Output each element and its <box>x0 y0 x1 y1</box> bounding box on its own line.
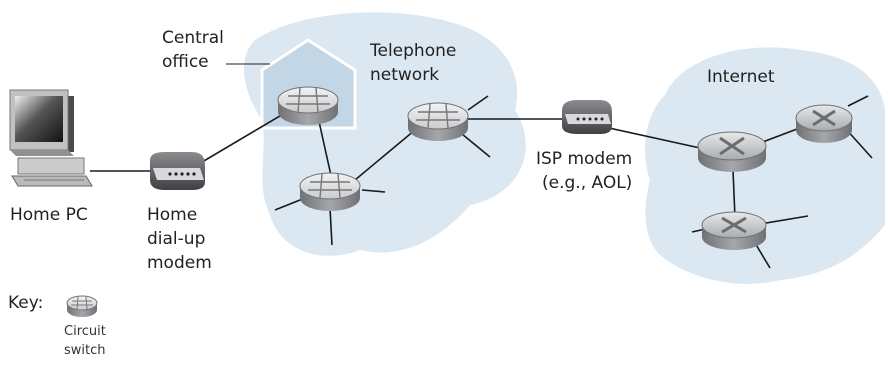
isp-modem-label-2: (e.g., AOL) <box>542 173 632 193</box>
router-icon <box>697 131 767 172</box>
internet-label: Internet <box>707 67 775 87</box>
home-modem-label-2: dial-up <box>147 229 205 249</box>
key-label: Key: <box>8 293 43 313</box>
router-icon <box>701 211 767 250</box>
circuit-switch-icon <box>299 172 361 211</box>
circuit-switch-icon <box>407 102 469 141</box>
key-item-label-1: Circuit <box>64 324 106 339</box>
home-modem-label-1: Home <box>147 205 197 225</box>
key-item-label-2: switch <box>64 343 106 358</box>
telephone-network-label-1: Telephone <box>369 41 456 61</box>
home-modem-label-3: modem <box>147 253 212 273</box>
telephone-network-label-2: network <box>370 65 439 85</box>
circuit-switch-icon <box>277 86 339 125</box>
home-pc-label: Home PC <box>10 205 88 225</box>
router-icon <box>795 104 853 143</box>
dialup-modem-icon <box>150 152 205 190</box>
central-office-label-2: office <box>162 52 209 72</box>
isp-modem-icon <box>562 100 612 134</box>
central-office-label-1: Central <box>162 28 224 48</box>
key-circuit-switch-icon <box>66 295 98 317</box>
computer-icon <box>9 89 93 187</box>
isp-modem-label-1: ISP modem <box>536 149 632 169</box>
